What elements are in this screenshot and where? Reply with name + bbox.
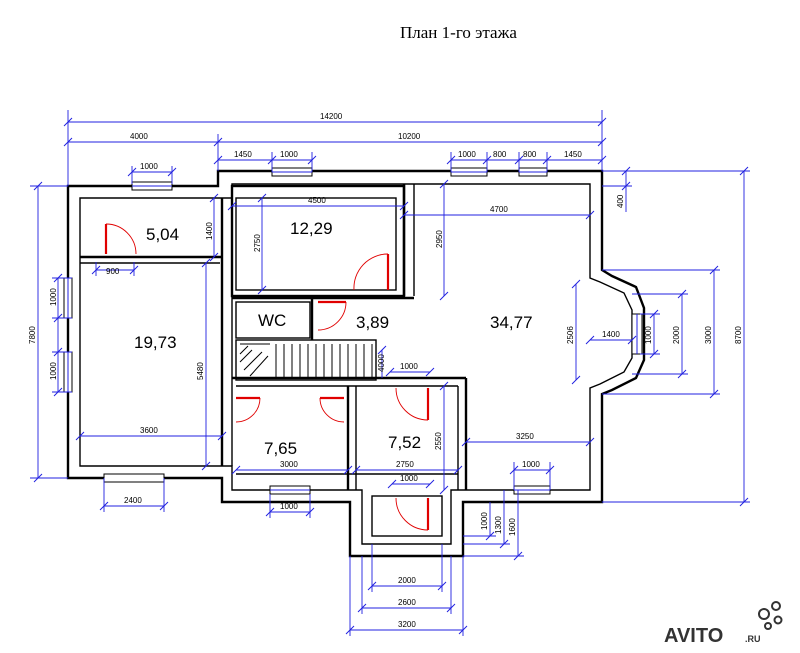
dim-label: 1450 bbox=[234, 150, 252, 159]
dim-label: 1000 bbox=[140, 162, 158, 171]
dim-label: 4000 bbox=[130, 132, 148, 141]
dim-label: 2950 bbox=[435, 230, 444, 248]
dimension-labels: 14200 4000 10200 1450 1000 1000 1000 800… bbox=[28, 112, 743, 629]
wall-partition bbox=[235, 301, 311, 339]
dim-label: 800 bbox=[523, 150, 537, 159]
dim-label: 2750 bbox=[396, 460, 414, 469]
watermark-brand: AVITO bbox=[664, 625, 723, 647]
dim-label: 900 bbox=[106, 267, 120, 276]
dim-label: 1000 bbox=[458, 150, 476, 159]
watermark-suffix: .RU bbox=[745, 634, 761, 644]
dim-label: 1000 bbox=[480, 512, 489, 530]
room-area-label: 19,73 bbox=[134, 333, 177, 352]
room-area-label: 7,52 bbox=[388, 433, 421, 452]
room-wc-label: WC bbox=[258, 311, 286, 330]
dim-label: 2750 bbox=[253, 234, 262, 252]
dim-label: 3250 bbox=[516, 432, 534, 441]
outer-wall bbox=[66, 169, 646, 558]
dim-label: 10200 bbox=[398, 132, 421, 141]
dim-label: 800 bbox=[493, 150, 507, 159]
dim-label: 1000 bbox=[400, 474, 418, 483]
dim-label: 4700 bbox=[490, 205, 508, 214]
windows bbox=[63, 167, 643, 495]
staircase bbox=[239, 343, 373, 378]
dim-label: 1600 bbox=[508, 518, 517, 536]
dim-label: 14200 bbox=[320, 112, 343, 121]
dim-label: 1400 bbox=[602, 330, 620, 339]
dim-label: 1000 bbox=[400, 362, 418, 371]
dim-label: 7800 bbox=[28, 326, 37, 344]
room-area-label: 34,77 bbox=[490, 313, 533, 332]
dim-label: 1300 bbox=[494, 516, 503, 534]
dim-label: 1000 bbox=[522, 460, 540, 469]
dim-label: 2600 bbox=[398, 598, 416, 607]
avito-watermark: AVITO .RU bbox=[664, 601, 783, 647]
wall-partition bbox=[235, 197, 397, 291]
dim-label: 2000 bbox=[672, 326, 681, 344]
dim-label: 5480 bbox=[196, 362, 205, 380]
room-area-label: 12,29 bbox=[290, 219, 333, 238]
wall-partition bbox=[235, 339, 377, 381]
wall-partition bbox=[371, 495, 443, 537]
dim-label: 2400 bbox=[124, 496, 142, 505]
dim-label: 2000 bbox=[398, 576, 416, 585]
dim-label: 2506 bbox=[566, 326, 575, 344]
doors bbox=[104, 223, 430, 531]
dim-label: 1000 bbox=[49, 288, 58, 306]
dim-label: 1000 bbox=[644, 326, 653, 344]
dim-label: 2550 bbox=[434, 432, 443, 450]
room-area-label: 7,65 bbox=[264, 439, 297, 458]
dim-label: 1000 bbox=[280, 150, 298, 159]
dim-label: 400 bbox=[616, 194, 625, 208]
window bbox=[103, 473, 165, 483]
room-area-label: 5,04 bbox=[146, 225, 179, 244]
plan-title: План 1-го этажа bbox=[400, 23, 517, 42]
dim-label: 1000 bbox=[280, 502, 298, 511]
dim-label: 3200 bbox=[398, 620, 416, 629]
dimension-lines bbox=[30, 110, 750, 636]
dim-label: 3600 bbox=[140, 426, 158, 435]
room-labels: 5,04 19,73 12,29 WC 3,89 34,77 7,65 7,52 bbox=[134, 219, 533, 458]
dim-label: 1400 bbox=[205, 222, 214, 240]
dim-label: 4000 bbox=[377, 354, 386, 372]
dim-label: 1000 bbox=[49, 362, 58, 380]
dim-label: 3000 bbox=[704, 326, 713, 344]
dim-label: 4500 bbox=[308, 196, 326, 205]
dim-label: 3000 bbox=[280, 460, 298, 469]
dim-label: 1450 bbox=[564, 150, 582, 159]
avito-logo-icon bbox=[758, 601, 783, 630]
room-area-label: 3,89 bbox=[356, 313, 389, 332]
dim-label: 8700 bbox=[734, 326, 743, 344]
